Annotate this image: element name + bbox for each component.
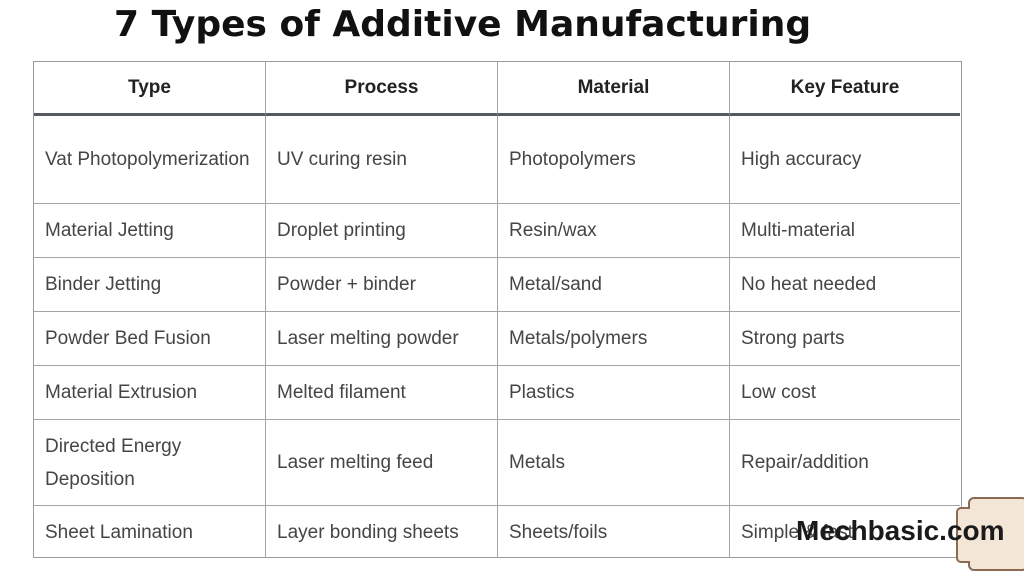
table-cell: Repair/addition xyxy=(730,420,960,506)
column-header: Key Feature xyxy=(730,62,960,116)
page-title: 7 Types of Additive Manufacturing xyxy=(114,4,812,45)
table-cell: Melted filament xyxy=(266,366,498,420)
table-cell: Sheet Lamination xyxy=(34,506,266,558)
watermark-text: Mechbasic.com xyxy=(796,515,1005,546)
watermark-book-icon xyxy=(956,497,1024,571)
table-cell: High accuracy xyxy=(730,116,960,204)
table-cell: Simple & fast xyxy=(741,521,853,543)
column-header: Material xyxy=(498,62,730,116)
column-header: Type xyxy=(34,62,266,116)
table-cell: Material Extrusion xyxy=(34,366,266,420)
table-cell: Plastics xyxy=(498,366,730,420)
table-cell: Laser melting feed xyxy=(266,420,498,506)
table-cell: Metals xyxy=(498,420,730,506)
table-cell: Multi-material xyxy=(730,204,960,258)
table-cell: Strong parts xyxy=(730,312,960,366)
table-cell: Metals/polymers xyxy=(498,312,730,366)
table-cell: Layer bonding sheets xyxy=(266,506,498,558)
table-cell: Directed Energy Deposition xyxy=(34,420,266,506)
table-cell: Laser melting powder xyxy=(266,312,498,366)
table-cell: Powder Bed Fusion xyxy=(34,312,266,366)
table-cell: Binder Jetting xyxy=(34,258,266,312)
table-cell: Vat Photopolymerization xyxy=(34,116,266,204)
table-cell: UV curing resin xyxy=(266,116,498,204)
table-cell: Powder + binder xyxy=(266,258,498,312)
table-cell: Resin/wax xyxy=(498,204,730,258)
table-cell: Material Jetting xyxy=(34,204,266,258)
column-header: Process xyxy=(266,62,498,116)
table-cell: Metal/sand xyxy=(498,258,730,312)
table-cell: Sheets/foils xyxy=(498,506,730,558)
table-cell: Photopolymers xyxy=(498,116,730,204)
table-cell: No heat needed xyxy=(730,258,960,312)
table-cell: Droplet printing xyxy=(266,204,498,258)
table-cell: Low cost xyxy=(730,366,960,420)
